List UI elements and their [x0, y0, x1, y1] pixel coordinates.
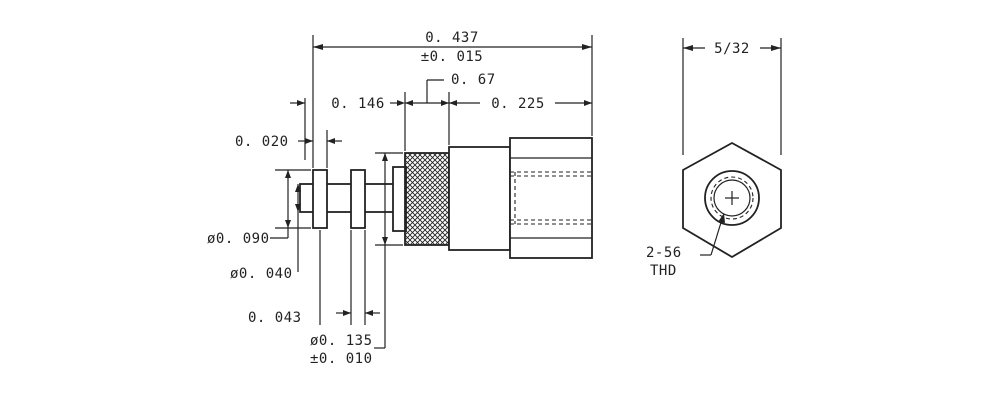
- middle-flange: [350, 169, 366, 229]
- hex-end: [509, 137, 593, 259]
- flange-diameter-label: ø0. 090: [207, 231, 270, 247]
- body-length-label: 0. 225: [491, 96, 545, 112]
- body: [448, 146, 511, 251]
- side-view: [299, 137, 593, 259]
- thread-size-label: 2-56: [646, 245, 682, 261]
- thread-note-label: THD: [650, 263, 677, 279]
- overall-tolerance-label: ±0. 015: [421, 49, 484, 65]
- end-view: 5/32 2-56 THD: [646, 38, 782, 279]
- right-flange: [392, 166, 407, 232]
- hex-across-label: 5/32: [714, 41, 750, 57]
- knurl-length-label: 0. 67: [451, 72, 496, 88]
- thread-hidden-circle: [710, 176, 754, 220]
- collar-diameter-label: ø0. 135: [310, 333, 373, 349]
- head-length-label: 0. 043: [248, 310, 302, 326]
- left-flange: [312, 169, 328, 229]
- pin-length-label: 0. 146: [331, 96, 385, 112]
- dimension-lines: 0. 437 ±0. 015 0. 67 0. 146 0. 225 0. 02…: [207, 30, 593, 367]
- knurled-section: [404, 152, 450, 246]
- flange-thickness-label: 0. 020: [235, 134, 289, 150]
- overall-length-label: 0. 437: [425, 30, 479, 46]
- bore-circle: [713, 179, 751, 217]
- pin-diameter-label: ø0. 040: [230, 266, 293, 282]
- collar-tolerance-label: ±0. 010: [310, 351, 373, 367]
